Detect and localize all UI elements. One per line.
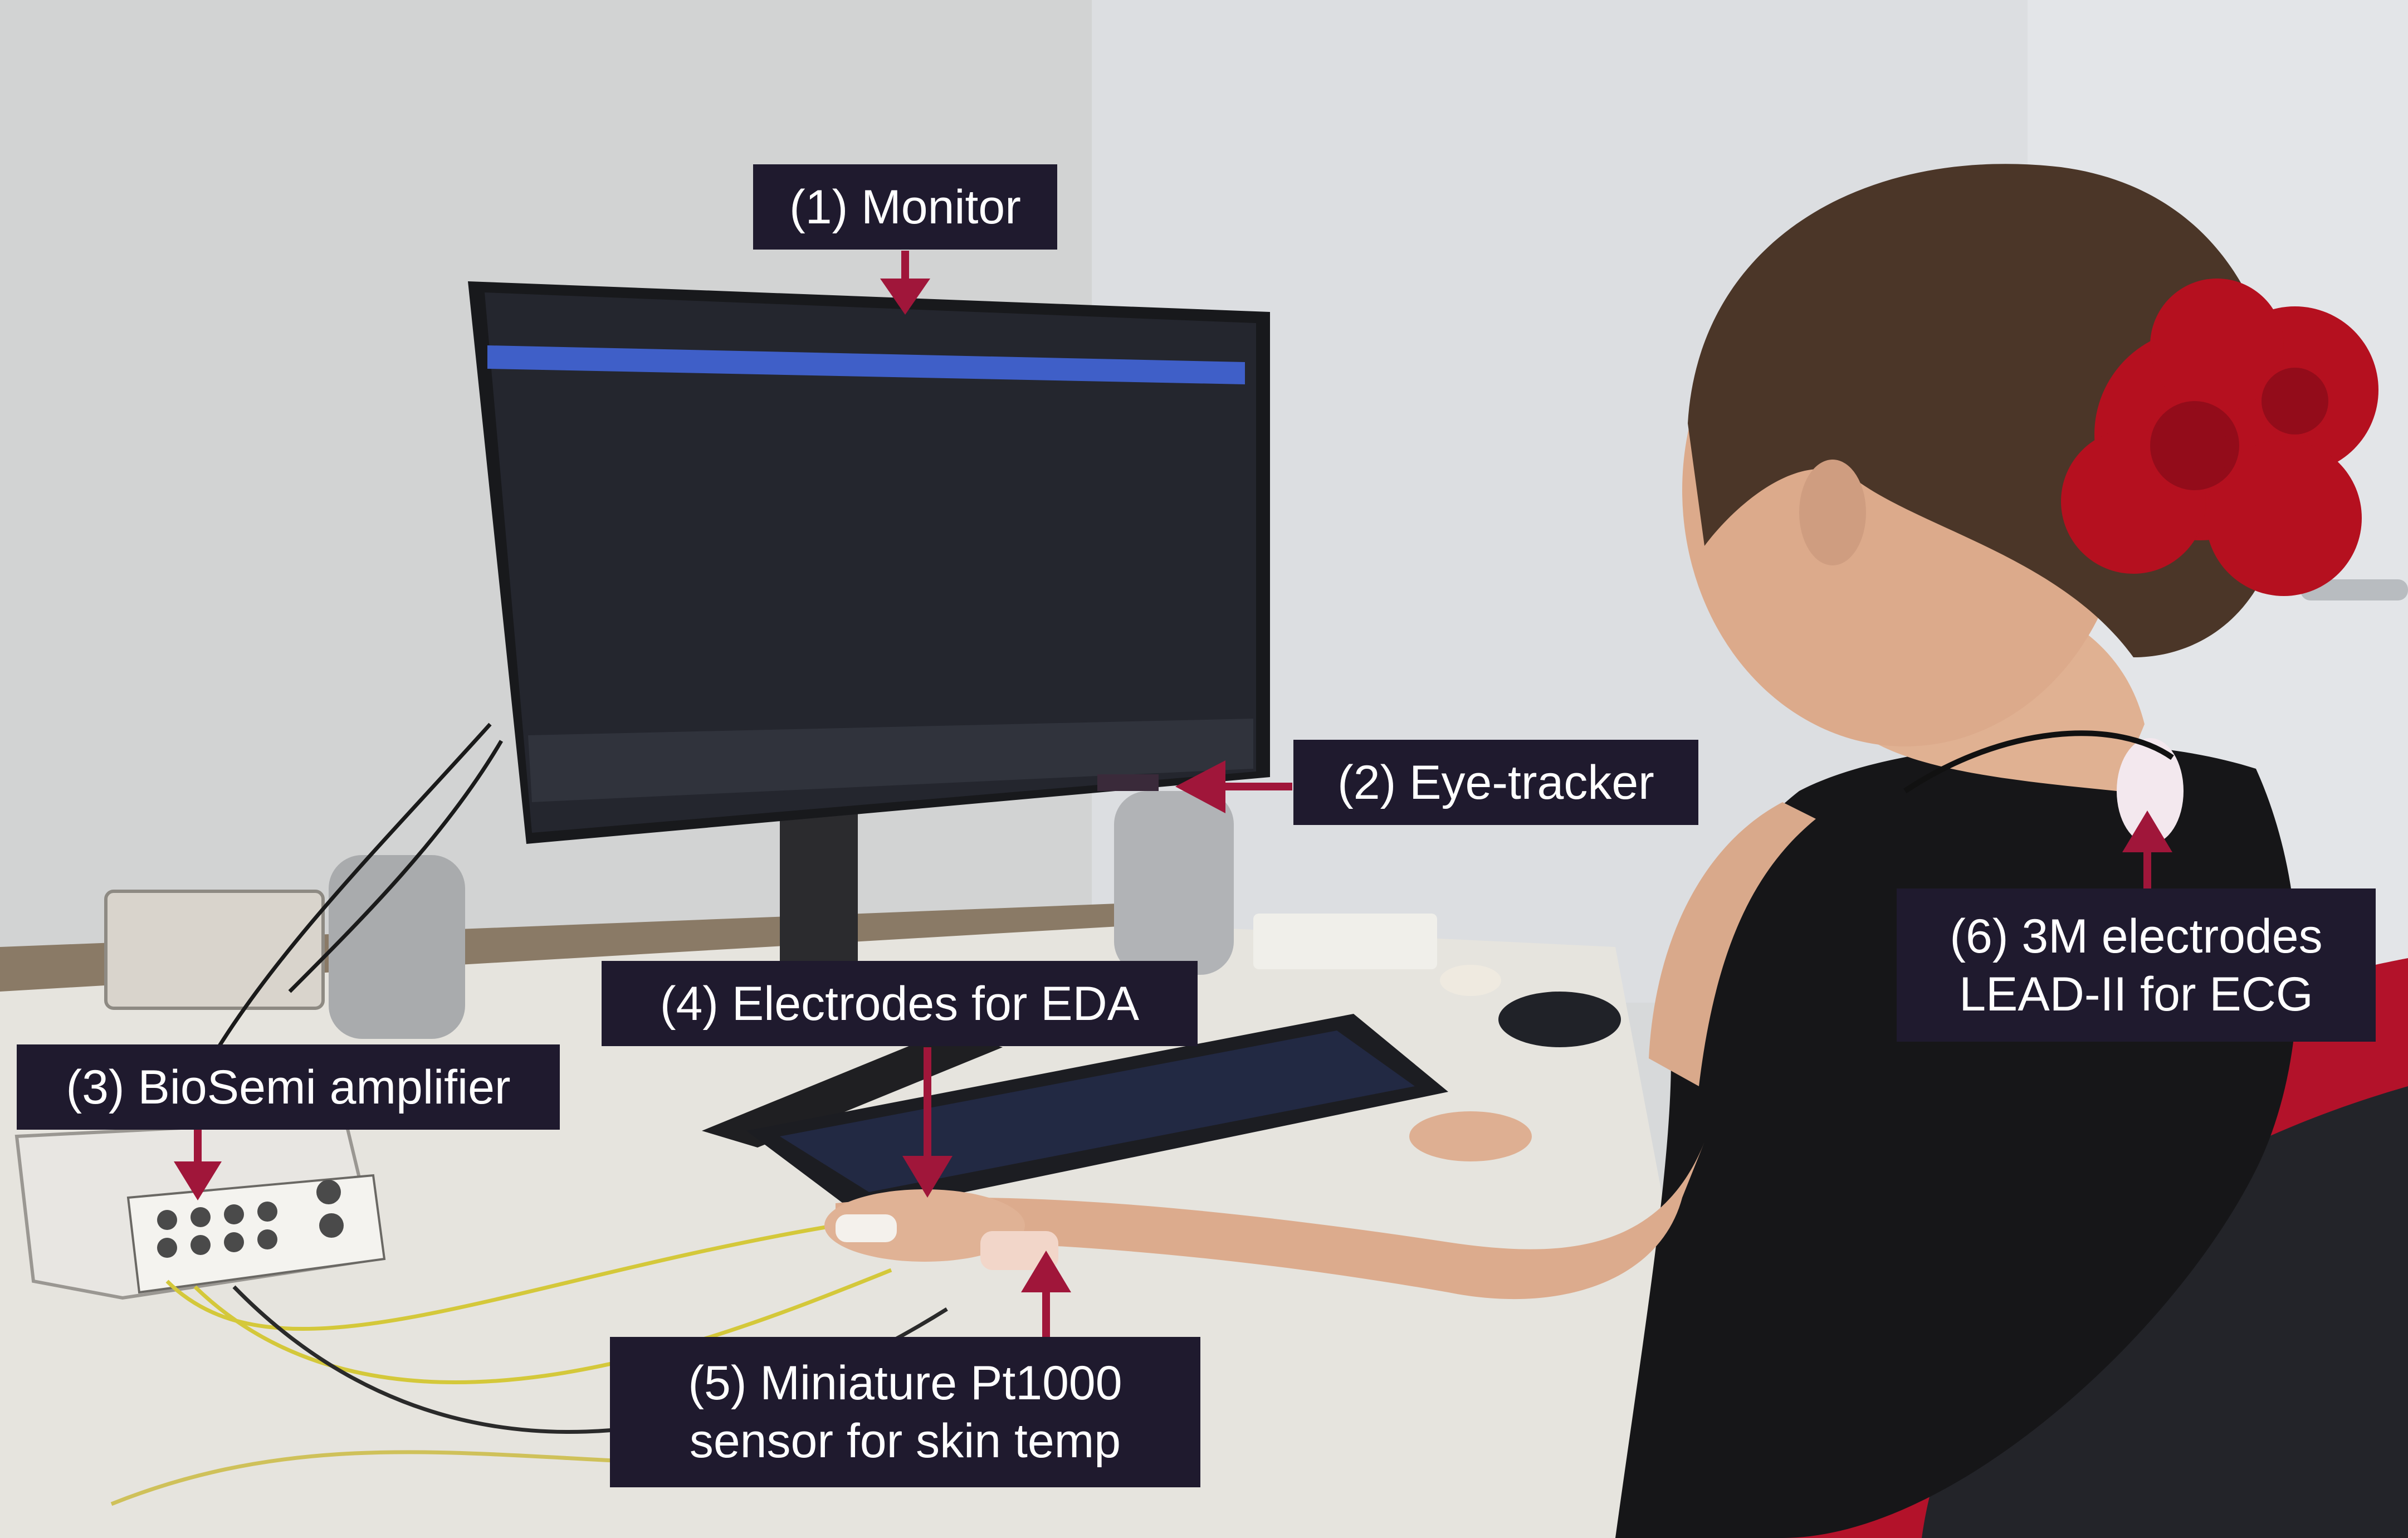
label-ecg: (6) 3M electrodes LEAD-II for ECG (1897, 888, 2376, 1042)
amplifier-front-panel (126, 1174, 386, 1294)
label-eda-text: (4) Electrodes for EDA (660, 976, 1140, 1031)
label-amplifier-text: (3) BioSemi amplifier (66, 1060, 511, 1114)
person-hand (824, 1189, 1025, 1262)
label-skin-temp-line1: (5) Miniature Pt1000 (688, 1356, 1122, 1410)
label-eye-tracker-text: (2) Eye-tracker (1337, 755, 1654, 809)
monitor-screen (485, 292, 1256, 833)
annotation-arrows (174, 251, 2172, 1337)
label-skin-temp: (5) Miniature Pt1000 sensor for skin tem… (610, 1337, 1200, 1487)
keyboard-keys (780, 1031, 1415, 1192)
label-ecg-line1: (6) 3M electrodes (1950, 909, 2323, 963)
label-skin-temp-line2: sensor for skin temp (689, 1414, 1121, 1468)
screen-header-bar (487, 345, 1245, 384)
tape-roll (1440, 965, 1501, 996)
ecg-wire (1903, 730, 2174, 794)
flower-shading (2150, 368, 2328, 490)
label-eda: (4) Electrodes for EDA (602, 961, 1198, 1046)
eda-electrode-tape (836, 1214, 897, 1242)
eye-tracker-bar (1097, 774, 1159, 791)
person-ear (1799, 460, 1866, 565)
ecg-electrode (2117, 738, 2184, 844)
amplifier-connectors (157, 1180, 344, 1258)
person-forearm (836, 1142, 1704, 1300)
chair-back-shell (1922, 1086, 2408, 1538)
label-monitor-text: (1) Monitor (789, 180, 1021, 234)
old-device (104, 890, 325, 1010)
screen-bottom-panel (528, 719, 1253, 802)
right-speaker (1114, 791, 1234, 975)
temp-sensor-tape (980, 1231, 1058, 1270)
label-amplifier: (3) BioSemi amplifier (17, 1044, 560, 1130)
white-box (1253, 914, 1437, 969)
door-handle (2300, 579, 2408, 600)
label-eye-tracker: (2) Eye-tracker (1293, 740, 1698, 825)
left-speaker (329, 855, 465, 1039)
label-monitor: (1) Monitor (753, 164, 1057, 250)
person-shoulder (1649, 802, 1816, 1086)
label-ecg-line2: LEAD-II for ECG (1959, 967, 2313, 1021)
mouse (1498, 992, 1621, 1047)
person-left-hand (1409, 1111, 1532, 1161)
